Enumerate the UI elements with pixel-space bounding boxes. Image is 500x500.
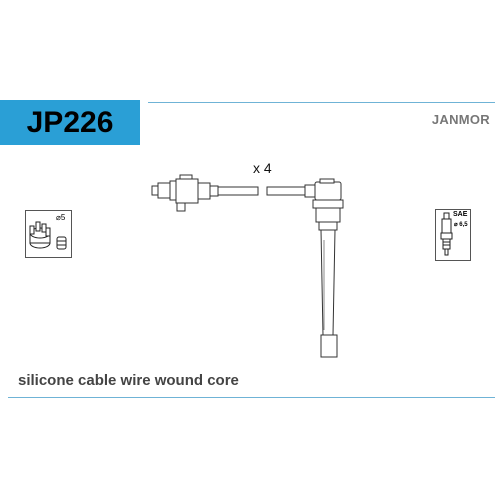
header-divider [148, 102, 495, 103]
cable-left-segment [217, 186, 259, 196]
part-code: JP226 [26, 105, 114, 139]
product-description: silicone cable wire wound core [18, 372, 239, 389]
quantity-label: x 4 [253, 160, 272, 176]
spark-plug-icon [440, 212, 453, 256]
distributor-icon-box: ⌀5 [25, 210, 72, 258]
plug-standard-label: SAE [453, 211, 468, 218]
distributor-size-label: ⌀5 [56, 213, 66, 222]
cable-right-segment [266, 186, 310, 196]
part-code-badge: JP226 [0, 100, 140, 145]
spark-plug-boot [304, 178, 344, 358]
footer-divider [8, 397, 495, 398]
brand-name: JANMOR [431, 112, 490, 127]
distributor-connector [151, 174, 219, 212]
plug-size-label: ⌀ 6,5 [454, 222, 468, 228]
spark-plug-icon-box: SAE ⌀ 6,5 [435, 209, 471, 261]
distributor-cap-icon [29, 221, 67, 250]
